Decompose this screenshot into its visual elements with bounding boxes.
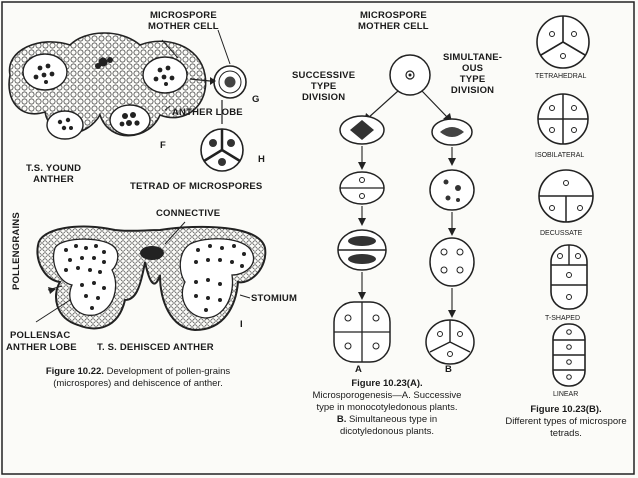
caption-figure-10-23a-line2: type in monocotyledonous plants. [316, 402, 458, 413]
label-isobilateral: ISOBILATERAL [535, 152, 585, 159]
label-t-shaped: T-SHAPED [545, 315, 581, 322]
caption-figure-10-23a-line4: dicotyledonous plants. [339, 426, 434, 437]
label-successive-type: SUCCESSIVE TYPE DIVISION [292, 70, 356, 103]
label-simultaneous-type: SIMULTANE- OUS TYPE DIVISION [443, 52, 503, 96]
caption-figure-10-23a-line1: Microsporogenesis—A. Successive [312, 390, 462, 401]
young-anther-section [8, 32, 207, 140]
caption-figure-10-23a: Figure 10.23(A). Microsporogenesis—A. Su… [272, 378, 502, 438]
caption-figure-10-23b: Figure 10.23(B). Different types of micr… [505, 404, 627, 440]
label-ts-young-anther: T.S. YOUND ANTHER [26, 163, 82, 185]
microsporogenesis-diagram [333, 54, 475, 365]
tetrad-types [536, 15, 594, 387]
label-b: B [445, 364, 453, 375]
microspore-mother-cell-g [213, 65, 247, 99]
caption-figure-10-23b-title: Figure 10.23(B). [530, 404, 602, 415]
label-anther-lobe: ANTHER LOBE [172, 107, 243, 118]
label-stomium: STOMIUM [251, 293, 298, 304]
caption-figure-10-23a-title: Figure 10.23(A). [351, 378, 423, 389]
label-i: I [240, 319, 243, 330]
label-tetrad-of-microspores: TETRAD OF MICROSPORES [130, 181, 263, 192]
caption-figure-10-22: Figure 10.22. Development of pollen-grai… [18, 366, 258, 390]
label-linear: LINEAR [553, 391, 579, 398]
label-h: H [258, 154, 266, 165]
caption-figure-10-23a-line3: Simultaneous type in [346, 414, 438, 425]
caption-figure-10-22-title: Figure 10.22. [45, 366, 104, 377]
label-tetrahedral: TETRAHEDRAL [535, 73, 587, 80]
caption-figure-10-22-text: Development of pollen-grains (microspore… [53, 366, 231, 389]
label-pollengrains: POLLENGRAINS [11, 212, 22, 290]
label-a: A [355, 364, 363, 375]
caption-figure-10-23a-b: B. [336, 414, 347, 425]
label-mother-cell: MICROSPORE MOTHER CELL [358, 10, 429, 32]
tetrad-h [200, 128, 244, 172]
dehisced-anther-section [36, 225, 267, 332]
label-decussate: DECUSSATE [540, 230, 583, 237]
label-connective: CONNECTIVE [156, 208, 221, 219]
label-g: G [252, 94, 260, 105]
label-microspore-mother-cell: MICROSPORE MOTHER CELL [148, 10, 219, 32]
label-pollensac: POLLENSAC [10, 330, 71, 341]
label-ts-dehisced-anther: T. S. DEHISCED ANTHER [97, 342, 214, 353]
label-f: F [160, 140, 167, 151]
caption-figure-10-23b-text: Different types of microspore tetrads. [505, 416, 627, 439]
label-anther-lobe-2: ANTHER LOBE [6, 342, 77, 353]
